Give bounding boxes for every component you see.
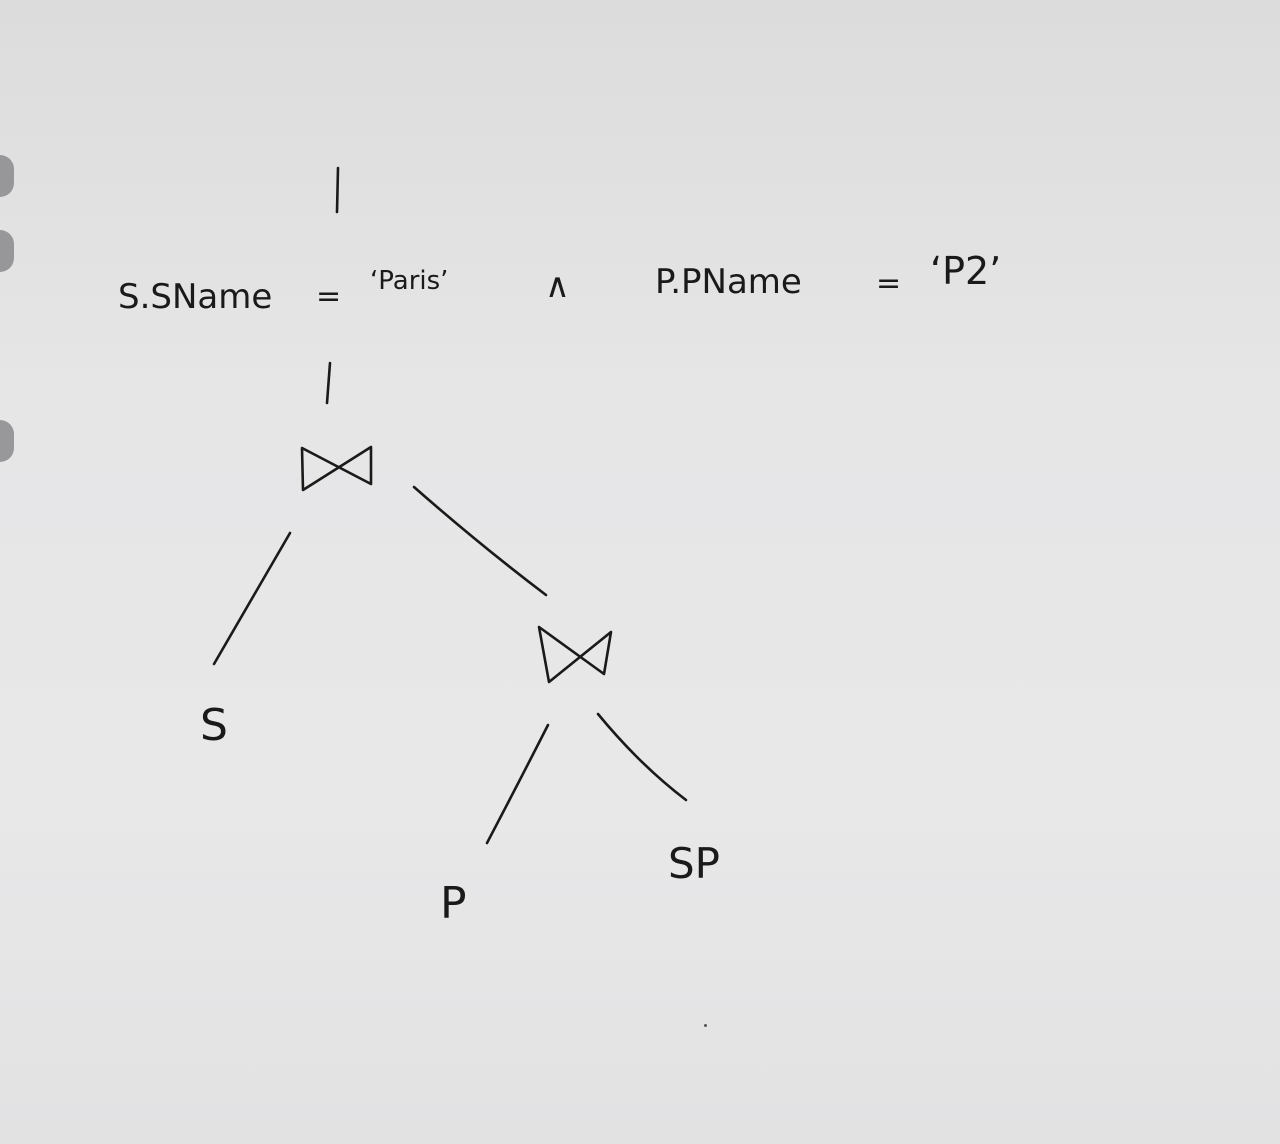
edge-join-p — [485, 723, 550, 845]
selection-value-2: ‘P2’ — [930, 249, 1001, 293]
selection-and-operator: ∧ — [545, 266, 570, 306]
join-symbol-top — [300, 445, 373, 492]
paper-speck — [704, 1024, 707, 1027]
selection-equals-1: = — [316, 279, 341, 314]
binder-hole — [0, 230, 14, 272]
edge-top — [335, 166, 340, 214]
relation-p: P — [440, 878, 467, 929]
relation-sp: SP — [668, 839, 720, 888]
selection-left-attr: S.SName — [118, 277, 272, 317]
selection-right-attr: P.PName — [655, 262, 802, 302]
relation-s: S — [200, 700, 228, 751]
edge-selection-join — [325, 361, 332, 405]
edge-join-sp — [596, 712, 688, 802]
binder-hole — [0, 155, 14, 197]
edge-join-s — [212, 531, 292, 666]
selection-value-1: ‘Paris’ — [370, 266, 448, 296]
binder-hole — [0, 420, 14, 462]
join-symbol-bottom — [537, 625, 613, 684]
selection-equals-2: = — [876, 266, 901, 301]
edge-join-join — [412, 485, 548, 597]
